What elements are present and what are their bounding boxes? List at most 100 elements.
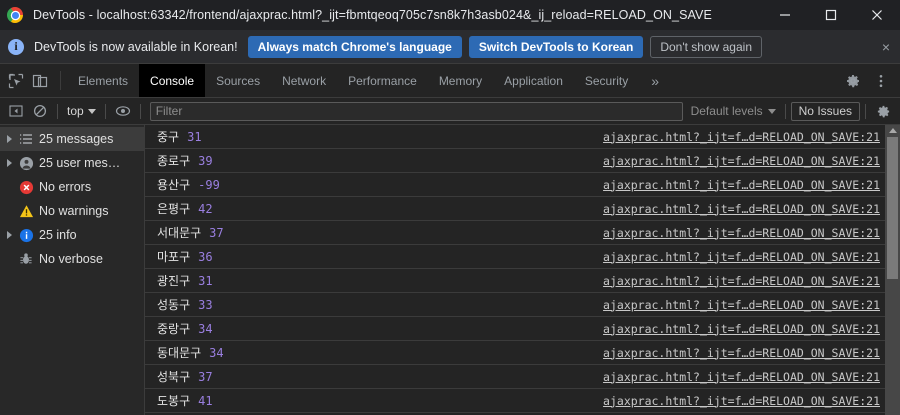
- console-message-row[interactable]: 용산구 -99 ajaxprac.html?_ijt=f…d=RELOAD_ON…: [145, 173, 900, 197]
- console-message-text: 서대문구: [157, 226, 202, 240]
- inspect-element-icon[interactable]: [8, 73, 24, 89]
- console-source-link[interactable]: ajaxprac.html?_ijt=f…d=RELOAD_ON_SAVE:21: [603, 273, 880, 288]
- sidebar-item-errors[interactable]: No errors: [0, 175, 144, 199]
- console-source-link[interactable]: ajaxprac.html?_ijt=f…d=RELOAD_ON_SAVE:21: [603, 297, 880, 312]
- console-message-row[interactable]: 성동구 33 ajaxprac.html?_ijt=f…d=RELOAD_ON_…: [145, 293, 900, 317]
- minimize-icon[interactable]: [762, 0, 808, 30]
- console-source-link[interactable]: ajaxprac.html?_ijt=f…d=RELOAD_ON_SAVE:21: [603, 249, 880, 264]
- filterbar-divider-5: [865, 103, 866, 119]
- console-message-text: 광진구: [157, 274, 191, 288]
- console-vertical-scrollbar[interactable]: [885, 125, 900, 415]
- console-message-row[interactable]: 강북구 39 ajaxprac.html?_ijt=f…d=RELOAD_ON_…: [145, 413, 900, 415]
- console-message-row[interactable]: 마포구 36 ajaxprac.html?_ijt=f…d=RELOAD_ON_…: [145, 245, 900, 269]
- scroll-up-arrow-icon[interactable]: [885, 125, 900, 136]
- console-message-value: 37: [209, 225, 224, 240]
- console-sidebar-toggle-icon[interactable]: [4, 100, 28, 122]
- tab-network[interactable]: Network: [282, 73, 327, 88]
- filter-input[interactable]: [149, 101, 683, 121]
- expand-triangle-icon[interactable]: [2, 135, 16, 143]
- more-tabs-chevron-icon[interactable]: »: [651, 72, 660, 89]
- filterbar-divider-3: [139, 103, 141, 119]
- filterbar-divider-1: [57, 103, 58, 119]
- console-message-value: 34: [198, 321, 213, 336]
- tabstrip-left-icons: [0, 64, 54, 97]
- window-titlebar: DevTools - localhost:63342/frontend/ajax…: [0, 0, 900, 30]
- settings-gear-icon[interactable]: [840, 68, 866, 94]
- tab-console[interactable]: Console: [139, 64, 206, 97]
- console-message-text: 성북구: [157, 370, 191, 384]
- bug-icon: [16, 252, 36, 266]
- console-message-text: 종로구: [157, 154, 191, 168]
- sidebar-item-messages[interactable]: 25 messages: [0, 127, 144, 151]
- sidebar-item-info[interactable]: 25 info: [0, 223, 144, 247]
- console-source-link[interactable]: ajaxprac.html?_ijt=f…d=RELOAD_ON_SAVE:21: [603, 369, 880, 384]
- console-message-row[interactable]: 은평구 42 ajaxprac.html?_ijt=f…d=RELOAD_ON_…: [145, 197, 900, 221]
- console-message-row[interactable]: 서대문구 37 ajaxprac.html?_ijt=f…d=RELOAD_ON…: [145, 221, 900, 245]
- expand-triangle-icon[interactable]: [2, 231, 16, 239]
- tab-application[interactable]: Application: [504, 73, 563, 88]
- list-icon: [16, 132, 36, 146]
- tab-security[interactable]: Security: [584, 73, 629, 88]
- clear-console-icon[interactable]: [28, 100, 52, 122]
- sidebar-item-verbose[interactable]: No verbose: [0, 247, 144, 271]
- execution-context-selector[interactable]: top: [63, 104, 100, 118]
- console-message-text: 용산구: [157, 178, 191, 192]
- live-expression-icon[interactable]: [111, 100, 135, 122]
- user-icon: [16, 156, 36, 171]
- console-message-list[interactable]: 중구 31 ajaxprac.html?_ijt=f…d=RELOAD_ON_S…: [145, 125, 900, 415]
- console-source-link[interactable]: ajaxprac.html?_ijt=f…d=RELOAD_ON_SAVE:21: [603, 201, 880, 216]
- tab-sources[interactable]: Sources: [216, 73, 261, 88]
- console-message-value: 39: [198, 153, 213, 168]
- sidebar-item-label: 25 user mes…: [39, 156, 121, 170]
- console-message-row[interactable]: 종로구 39 ajaxprac.html?_ijt=f…d=RELOAD_ON_…: [145, 149, 900, 173]
- tab-memory[interactable]: Memory: [438, 73, 483, 88]
- scrollbar-thumb[interactable]: [887, 137, 898, 279]
- more-options-icon[interactable]: [868, 68, 894, 94]
- sidebar-item-warnings[interactable]: No warnings: [0, 199, 144, 223]
- console-source-link[interactable]: ajaxprac.html?_ijt=f…d=RELOAD_ON_SAVE:21: [603, 345, 880, 360]
- console-message-row[interactable]: 중랑구 34 ajaxprac.html?_ijt=f…d=RELOAD_ON_…: [145, 317, 900, 341]
- console-message-value: 31: [198, 273, 213, 288]
- console-source-link[interactable]: ajaxprac.html?_ijt=f…d=RELOAD_ON_SAVE:21: [603, 393, 880, 408]
- chevron-down-icon: [767, 108, 776, 114]
- console-source-link[interactable]: ajaxprac.html?_ijt=f…d=RELOAD_ON_SAVE:21: [603, 153, 880, 168]
- console-message-text: 성동구: [157, 298, 191, 312]
- console-message-row[interactable]: 광진구 31 ajaxprac.html?_ijt=f…d=RELOAD_ON_…: [145, 269, 900, 293]
- console-message-text: 도봉구: [157, 394, 191, 408]
- sidebar-item-user-messages[interactable]: 25 user mes…: [0, 151, 144, 175]
- dont-show-again-button[interactable]: Don't show again: [650, 35, 762, 58]
- console-source-link[interactable]: ajaxprac.html?_ijt=f…d=RELOAD_ON_SAVE:21: [603, 129, 880, 144]
- console-message-value: 41: [198, 393, 213, 408]
- console-source-link[interactable]: ajaxprac.html?_ijt=f…d=RELOAD_ON_SAVE:21: [603, 321, 880, 336]
- issues-button[interactable]: No Issues: [790, 101, 860, 121]
- console-settings-gear-icon[interactable]: [871, 100, 895, 122]
- log-levels-selector[interactable]: Default levels: [687, 104, 780, 118]
- sidebar-item-label: 25 info: [39, 228, 77, 242]
- language-notification-bar: i DevTools is now available in Korean! A…: [0, 30, 900, 64]
- console-message-row[interactable]: 성북구 37 ajaxprac.html?_ijt=f…d=RELOAD_ON_…: [145, 365, 900, 389]
- console-source-link[interactable]: ajaxprac.html?_ijt=f…d=RELOAD_ON_SAVE:21: [603, 177, 880, 192]
- console-message-row[interactable]: 중구 31 ajaxprac.html?_ijt=f…d=RELOAD_ON_S…: [145, 125, 900, 149]
- maximize-icon[interactable]: [808, 0, 854, 30]
- console-message-value: 31: [187, 129, 202, 144]
- console-source-link[interactable]: ajaxprac.html?_ijt=f…d=RELOAD_ON_SAVE:21: [603, 225, 880, 240]
- info-circle-icon: [16, 228, 36, 243]
- tab-performance[interactable]: Performance: [348, 73, 417, 88]
- notification-close-icon[interactable]: ×: [881, 38, 890, 55]
- console-message-row[interactable]: 동대문구 34 ajaxprac.html?_ijt=f…d=RELOAD_ON…: [145, 341, 900, 365]
- close-icon[interactable]: [854, 0, 900, 30]
- always-match-language-button[interactable]: Always match Chrome's language: [247, 35, 462, 58]
- expand-triangle-icon[interactable]: [2, 159, 16, 167]
- console-message-value: 34: [209, 345, 224, 360]
- console-body: 25 messages 25 user mes…: [0, 125, 900, 415]
- console-message-text: 동대문구: [157, 346, 202, 360]
- console-message-row[interactable]: 도봉구 41 ajaxprac.html?_ijt=f…d=RELOAD_ON_…: [145, 389, 900, 413]
- console-message-value: -99: [198, 177, 220, 192]
- sidebar-item-label: No verbose: [39, 252, 103, 266]
- panel-tabs: Elements Console Sources Network Perform…: [67, 64, 825, 97]
- tab-elements[interactable]: Elements: [78, 73, 129, 88]
- switch-devtools-to-korean-button[interactable]: Switch DevTools to Korean: [468, 35, 644, 58]
- device-toolbar-icon[interactable]: [32, 73, 48, 89]
- console-message-text: 중랑구: [157, 322, 191, 336]
- warning-icon: [16, 204, 36, 219]
